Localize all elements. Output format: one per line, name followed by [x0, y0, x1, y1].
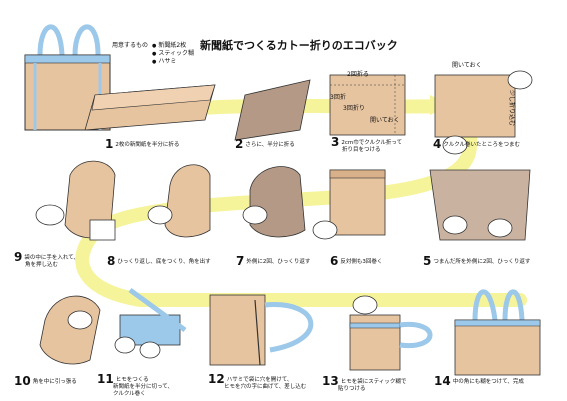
- step-14-illustration: [454, 289, 541, 376]
- page-title: 新聞紙でつくるカトー折りのエコバック: [200, 39, 398, 52]
- note-fold-three-a: 3回折: [330, 94, 346, 101]
- step-9-illustration: [35, 160, 116, 241]
- step-11-illustration: [114, 287, 187, 359]
- step-6-illustration: [312, 169, 386, 240]
- material-item: 新聞紙2枚: [152, 42, 194, 50]
- step-5-illustration: [429, 169, 531, 241]
- note-open-b: 開いておく: [452, 62, 482, 69]
- step-2-illustration: [234, 79, 311, 141]
- step-12-illustration: [209, 294, 314, 366]
- step-10-illustration: [39, 295, 101, 365]
- step-3-illustration: [329, 74, 406, 136]
- note-fold-inner: 少し折り込む: [508, 90, 515, 127]
- step-1-illustration: [84, 84, 216, 131]
- materials-heading: 用意するもの: [112, 42, 149, 49]
- step-8-illustration: [147, 164, 211, 238]
- step-4-illustration: [434, 70, 533, 155]
- finished-bag-illustration: [24, 24, 111, 131]
- material-item: スティック糊: [152, 50, 194, 58]
- step-7-illustration: [242, 166, 306, 238]
- material-item: ハサミ: [152, 58, 194, 66]
- step-13-illustration: [349, 295, 433, 371]
- note-fold-twice: 2回折る: [347, 71, 369, 78]
- note-open-a: 開いておく: [370, 117, 400, 124]
- note-fold-three-b: 3回折り: [343, 105, 365, 112]
